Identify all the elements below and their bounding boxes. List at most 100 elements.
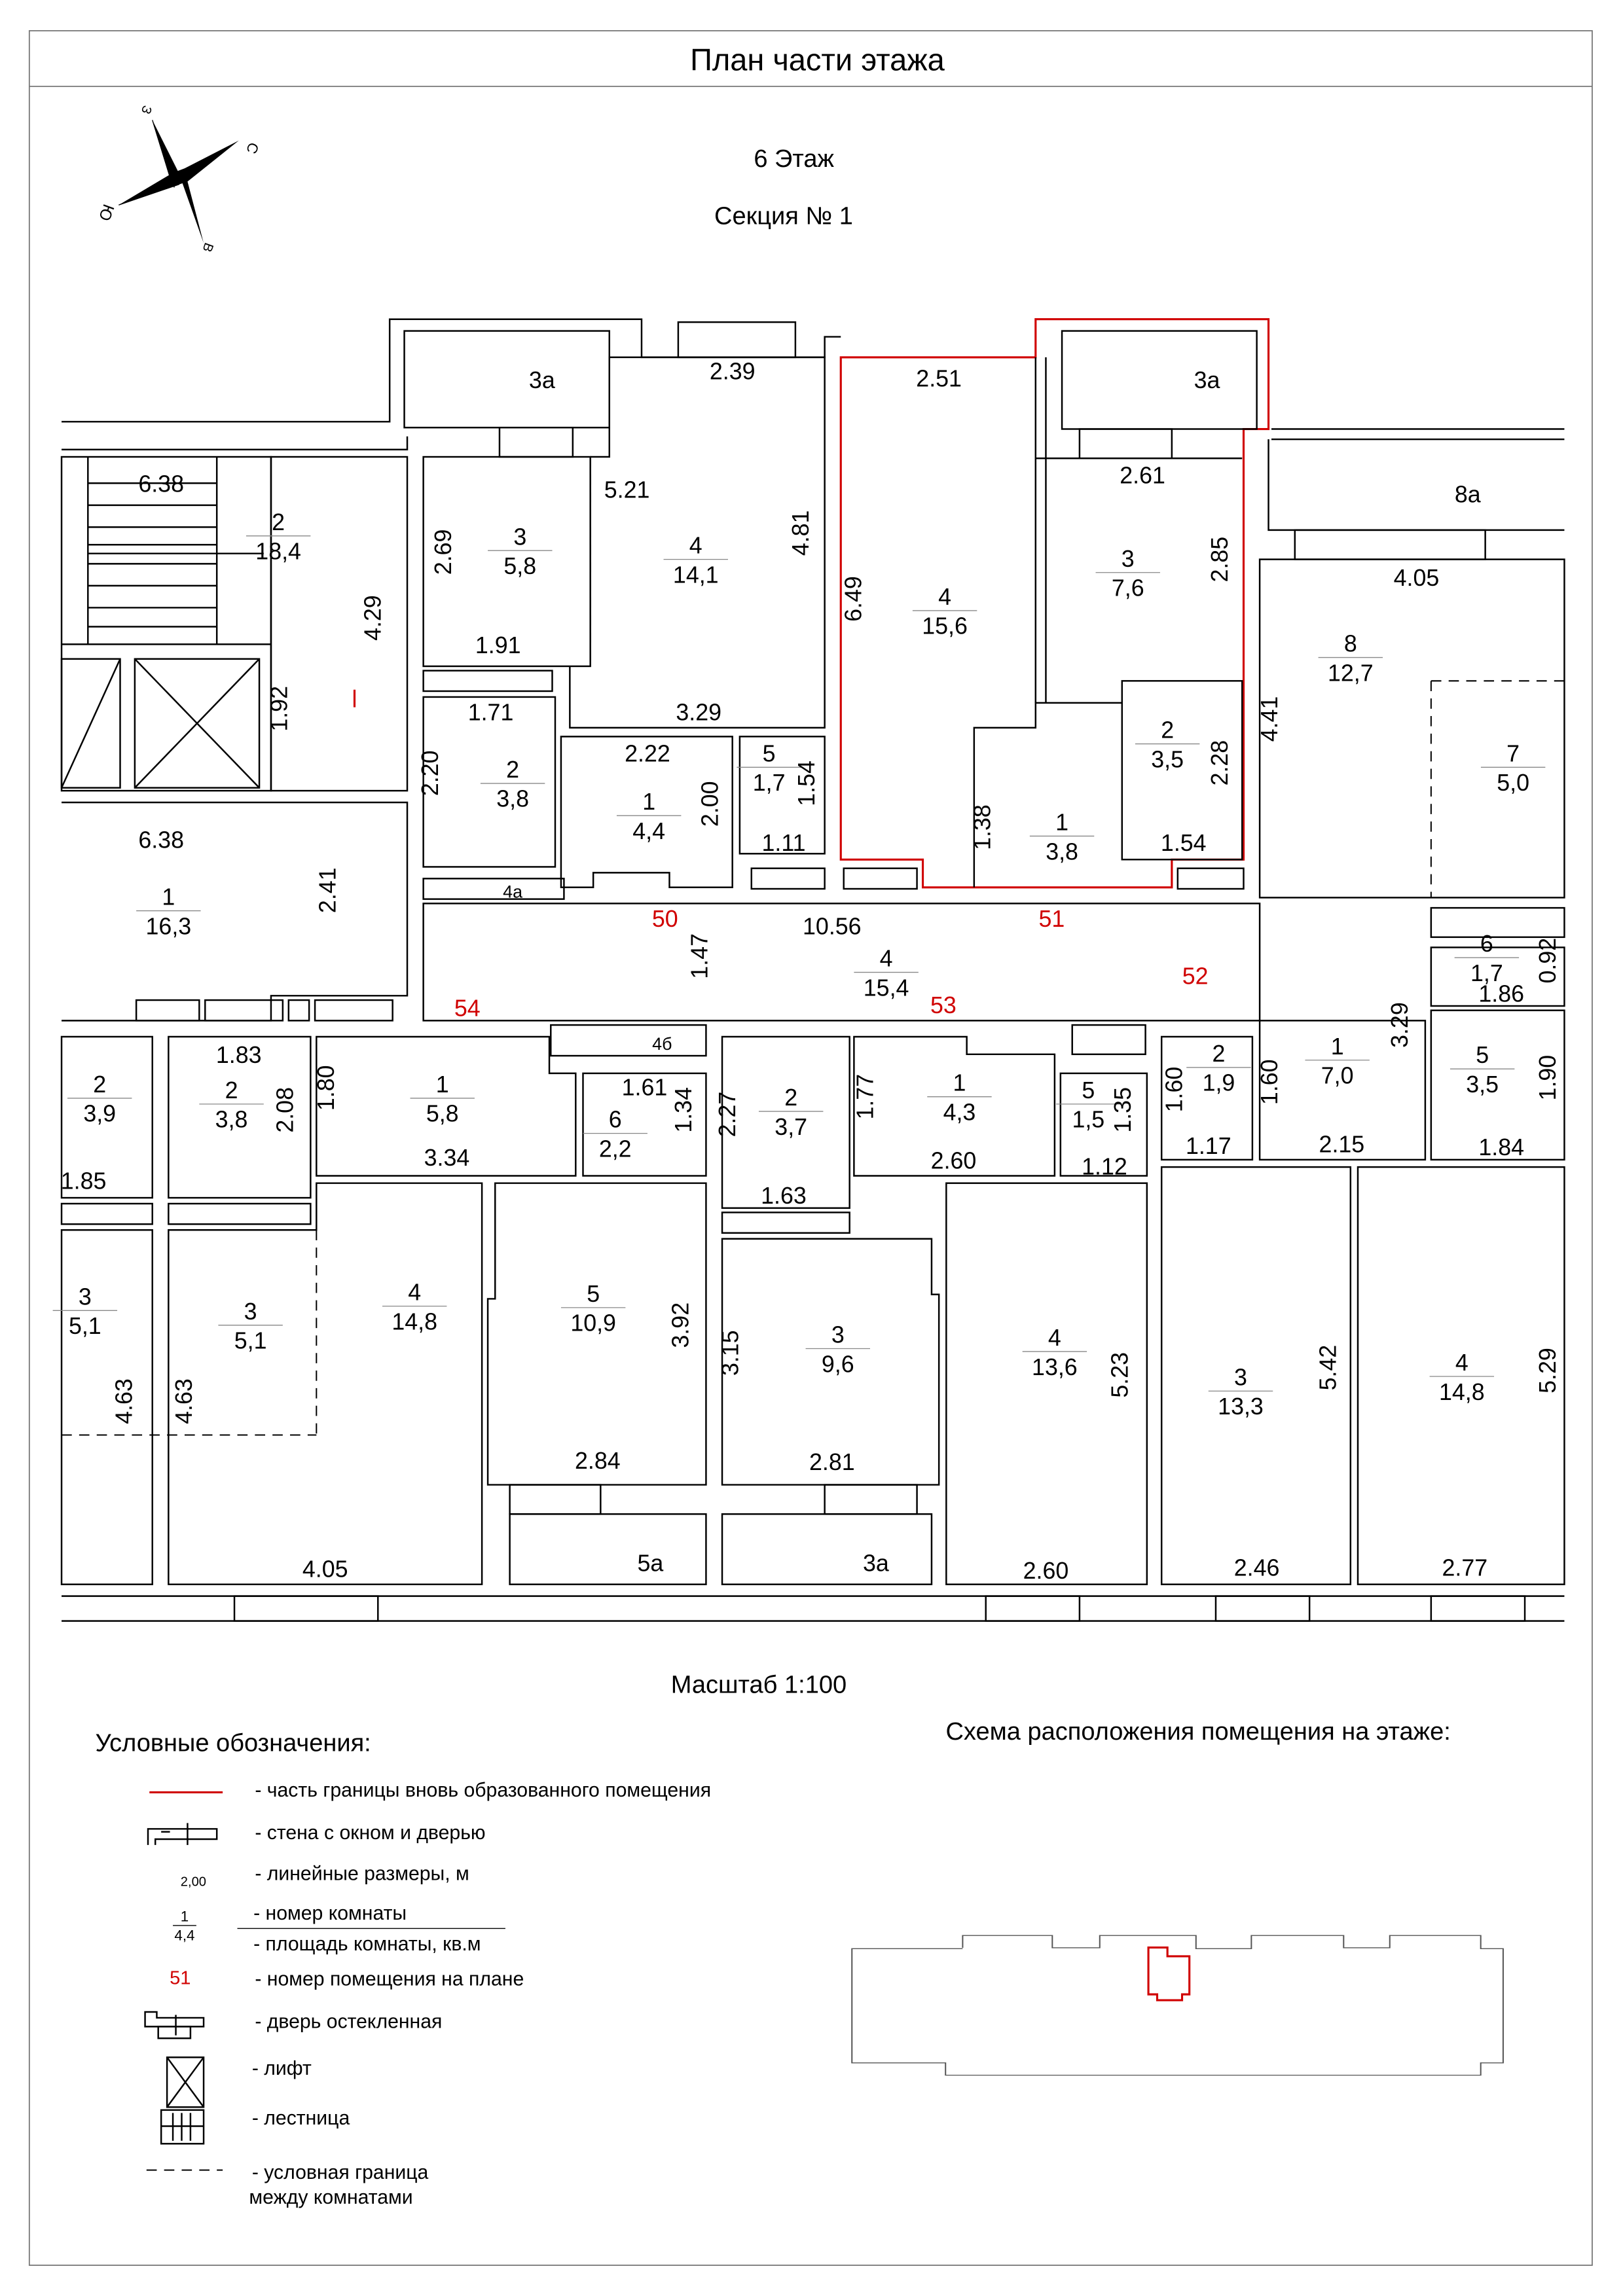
dimension-label: 1.77 (852, 1074, 878, 1120)
legend-item-conditional-boundary: - условная граница (252, 2162, 429, 2183)
dimension-label: 2.84 (575, 1448, 621, 1474)
room-number: 1 (436, 1071, 449, 1098)
dimension-label: 1.84 (1478, 1134, 1524, 1160)
room-area: 13,6 (1032, 1354, 1078, 1380)
scale-label: Масштаб 1:100 (671, 1671, 847, 1698)
dimension-label: 10.56 (803, 913, 862, 939)
room-number: 2 (1161, 717, 1174, 744)
dimension-label: 1.17 (1186, 1133, 1231, 1159)
legend-item-dimensions: - линейные размеры, м (255, 1863, 469, 1885)
room-area: 5,8 (503, 553, 536, 579)
room-number: 4 (880, 946, 893, 972)
walls (60, 318, 1565, 1622)
room-label: 51,5 (1056, 1077, 1121, 1133)
dimension-label: 4.29 (360, 595, 386, 641)
dimension-label: 6.49 (841, 576, 867, 622)
premise-number: 52 (1182, 963, 1209, 989)
room-label: 35,1 (218, 1299, 283, 1354)
room-label: 61,7 (1454, 931, 1520, 986)
room-number: 3 (79, 1283, 92, 1310)
elevator-legend-icon (166, 2056, 205, 2108)
balcony-label: 3а (1194, 367, 1220, 393)
dimension-label: 1.11 (762, 830, 806, 856)
room-area: 3,5 (1151, 746, 1184, 772)
room-number: 6 (1480, 931, 1493, 957)
dimension-label: 1.85 (61, 1168, 107, 1194)
room-area: 16,3 (146, 913, 192, 939)
legend: Условные обозначения: - часть границы вн… (95, 1730, 711, 2208)
location-schema: Схема расположения помещения на этаже: (851, 1718, 1504, 2076)
dimension-label: 2.46 (1234, 1554, 1280, 1581)
room-number: 3 (831, 1322, 845, 1348)
dimension-label: 3.29 (676, 700, 721, 726)
room-number: 2 (225, 1077, 238, 1103)
room-number: 2 (784, 1085, 797, 1111)
legend-sample-dim: 2,00 (181, 1875, 206, 1890)
room-number: 4 (1048, 1325, 1061, 1351)
room-number: 5 (1082, 1077, 1095, 1103)
room-area: 4,3 (943, 1099, 976, 1125)
premise-number: 50 (652, 906, 678, 932)
staircase-icon (62, 457, 271, 645)
dimension-label: 5.23 (1107, 1352, 1133, 1398)
dimension-label: 1.38 (969, 804, 995, 850)
dimension-label: 1.34 (670, 1087, 697, 1133)
room-number: 1 (953, 1070, 966, 1096)
sheet-title: План части этажа (690, 42, 945, 77)
balcony-label: 8а (1455, 481, 1481, 507)
room-label: 313,3 (1208, 1364, 1273, 1420)
room-label: 415,4 (854, 946, 919, 1001)
dimension-label: 2.81 (809, 1449, 855, 1475)
room-area: 13,3 (1218, 1393, 1264, 1420)
legend-title: Условные обозначения: (95, 1730, 371, 1757)
room-area: 3,8 (496, 786, 529, 812)
room-number: 2 (506, 757, 519, 783)
premise-number: 54 (454, 996, 481, 1022)
glazed-door-icon (144, 2011, 205, 2039)
legend-item-stairs: - лестница (252, 2108, 350, 2129)
room-label: 812,7 (1318, 631, 1383, 686)
dimension-label: 5.21 (604, 477, 650, 503)
dimension-label: 1.60 (1161, 1067, 1188, 1113)
dimension-label: 2.39 (710, 358, 756, 384)
dimension-label: 1.47 (687, 933, 713, 979)
room-area: 1,5 (1072, 1107, 1104, 1133)
room-label: 116,3 (136, 884, 201, 939)
dimension-label: 1.86 (1478, 980, 1524, 1007)
room-label: 415,6 (912, 584, 977, 639)
room-label: 39,6 (805, 1322, 870, 1377)
room-label: 414,8 (382, 1280, 447, 1335)
room-label: 23,8 (480, 757, 545, 812)
dimension-label: 2.69 (430, 529, 456, 575)
room-area: 15,6 (922, 613, 968, 639)
room-number: 4 (408, 1280, 421, 1306)
room-label: 21,9 (1186, 1041, 1251, 1096)
legend-item-wall: - стена с окном и дверью (255, 1822, 485, 1844)
dimension-label: 1.12 (1082, 1153, 1127, 1179)
compass-rose-icon: З С Ю В (95, 103, 262, 254)
room-number: 4 (1455, 1350, 1468, 1376)
room-area: 14,8 (392, 1308, 437, 1335)
room-label: 75,0 (1480, 740, 1546, 796)
room-area: 5,1 (69, 1313, 101, 1339)
room-number: 3 (1122, 546, 1135, 572)
room-label: 23,8 (199, 1077, 264, 1133)
room-area: 12,7 (1328, 660, 1374, 686)
room-area: 3,8 (1046, 838, 1078, 865)
dimension-label: 2.60 (931, 1147, 977, 1174)
room-number: 3 (513, 524, 526, 550)
room-number: 4 (689, 533, 702, 559)
svg-text:С: С (243, 140, 262, 156)
room-area: 9,6 (822, 1351, 854, 1377)
room-label: 14,3 (927, 1070, 992, 1125)
window-row (60, 867, 1565, 1234)
dimension-label: 2.15 (1319, 1132, 1365, 1158)
dimension-label: 2.85 (1207, 537, 1233, 583)
balcony-label: 4а (503, 882, 522, 901)
dimension-label: 6.38 (138, 471, 184, 497)
legend-sample-num: 1 (181, 1908, 189, 1924)
legend-item-premise-number: - номер помещения на плане (255, 1969, 524, 1990)
room-label: 15,8 (410, 1071, 475, 1127)
room-number: 1 (642, 789, 655, 815)
